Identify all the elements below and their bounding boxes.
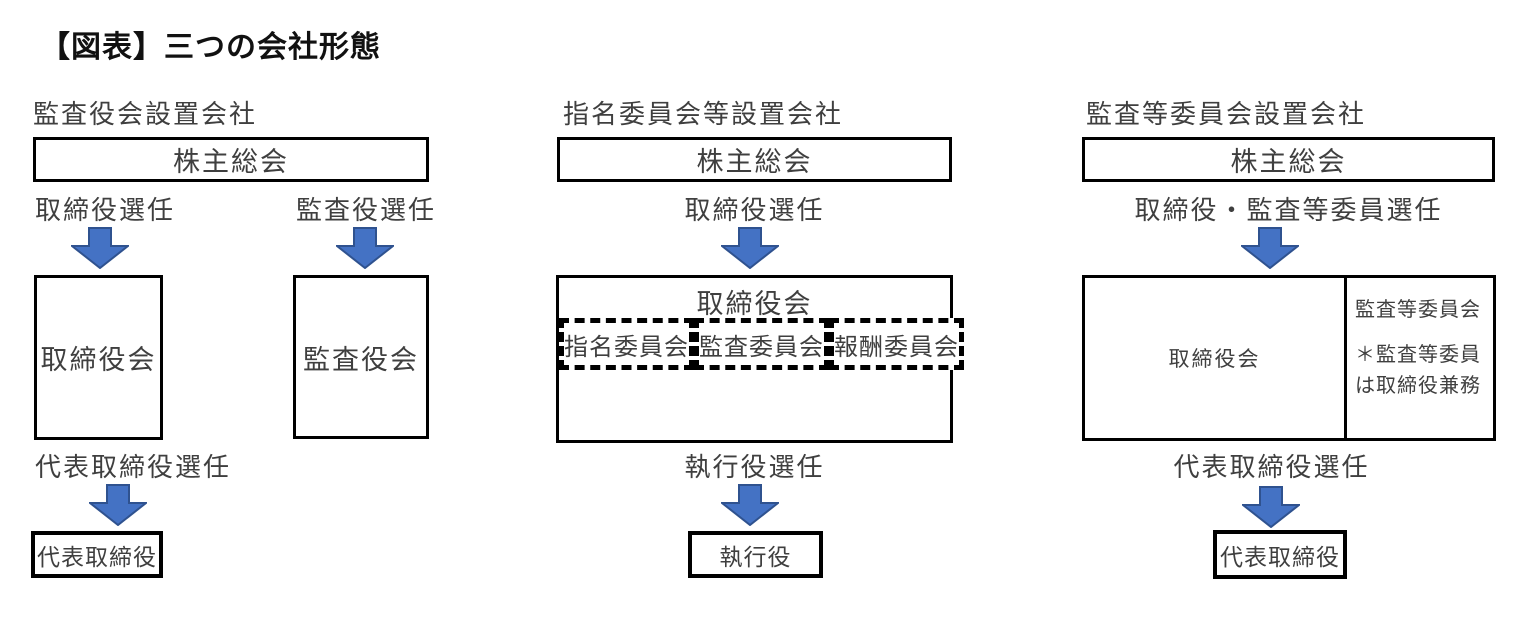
board-of-auditors-label: 監査役会 bbox=[303, 344, 419, 376]
down-arrow-icon bbox=[336, 227, 394, 269]
audit-committee-label: 監査委員会 bbox=[699, 332, 824, 361]
nominating-committee-label: 指名委員会 bbox=[564, 332, 689, 361]
representative-director-label-3: 代表取締役 bbox=[1220, 544, 1340, 571]
board-of-directors-label-1: 取締役会 bbox=[40, 345, 157, 376]
down-arrow-icon bbox=[89, 484, 147, 526]
board-of-directors-label-3: 取締役会 bbox=[1168, 347, 1261, 371]
director-election-label-3: 取締役・監査等委員選任 bbox=[1134, 196, 1443, 226]
audit-supervisory-committee-line: は取締役兼務 bbox=[1355, 373, 1481, 397]
page-title: 【図表】三つの会社形態 bbox=[40, 30, 381, 65]
nominating-committee-box: 指名委員会 bbox=[559, 318, 694, 370]
board-of-auditors-box: 監査役会 bbox=[293, 275, 429, 439]
company-type-2-header: 指名委員会等設置会社 bbox=[563, 100, 844, 130]
compensation-committee-label: 報酬委員会 bbox=[834, 332, 959, 361]
compensation-committee-box: 報酬委員会 bbox=[829, 318, 964, 370]
shareholders-meeting-box-2: 株主総会 bbox=[557, 137, 952, 182]
down-arrow-icon bbox=[721, 227, 779, 269]
auditor-election-label-1: 監査役選任 bbox=[296, 196, 437, 226]
board-of-directors-box-2: 取締役会 指名委員会 監査委員会 報酬委員会 bbox=[556, 275, 964, 443]
executive-election-label: 執行役選任 bbox=[684, 453, 825, 483]
board-of-directors-box-1: 取締役会 bbox=[34, 275, 163, 440]
company-type-3-header: 監査等委員会設置会社 bbox=[1086, 100, 1367, 130]
shareholders-meeting-label-2: 株主総会 bbox=[696, 147, 813, 178]
down-arrow-icon bbox=[721, 484, 779, 526]
shareholders-meeting-label-3: 株主総会 bbox=[1230, 147, 1347, 178]
audit-supervisory-committee-cell: 監査等委員会 ＊監査等委員 は取締役兼務 bbox=[1344, 278, 1493, 438]
shareholders-meeting-box-1: 株主総会 bbox=[33, 137, 429, 182]
audit-committee-box: 監査委員会 bbox=[694, 318, 829, 370]
rep-director-election-label-3: 代表取締役選任 bbox=[1173, 453, 1370, 483]
shareholders-meeting-box-3: 株主総会 bbox=[1082, 137, 1495, 182]
company-type-1-header: 監査役会設置会社 bbox=[33, 100, 258, 130]
board-of-directors-box-3: 取締役会 監査等委員会 ＊監査等委員 は取締役兼務 bbox=[1082, 275, 1496, 441]
committees-row: 指名委員会 監査委員会 報酬委員会 bbox=[559, 318, 964, 370]
executive-officer-box: 執行役 bbox=[688, 531, 823, 578]
director-election-label-2: 取締役選任 bbox=[684, 196, 825, 226]
down-arrow-icon bbox=[1242, 486, 1300, 528]
audit-supervisory-committee-line: 監査等委員会 bbox=[1355, 297, 1481, 321]
director-election-label-1: 取締役選任 bbox=[35, 196, 176, 226]
board-of-directors-label-2: 取締役会 bbox=[696, 289, 813, 320]
representative-director-box-3: 代表取締役 bbox=[1213, 530, 1347, 579]
executive-officer-label: 執行役 bbox=[719, 544, 792, 571]
down-arrow-icon bbox=[1241, 227, 1299, 269]
shareholders-meeting-label-1: 株主総会 bbox=[173, 147, 289, 178]
representative-director-label-1: 代表取締役 bbox=[37, 544, 157, 571]
down-arrow-icon bbox=[71, 227, 129, 269]
audit-supervisory-committee-line: ＊監査等委員 bbox=[1355, 342, 1481, 366]
rep-director-election-label-1: 代表取締役選任 bbox=[35, 453, 232, 483]
representative-director-box-1: 代表取締役 bbox=[31, 531, 163, 578]
